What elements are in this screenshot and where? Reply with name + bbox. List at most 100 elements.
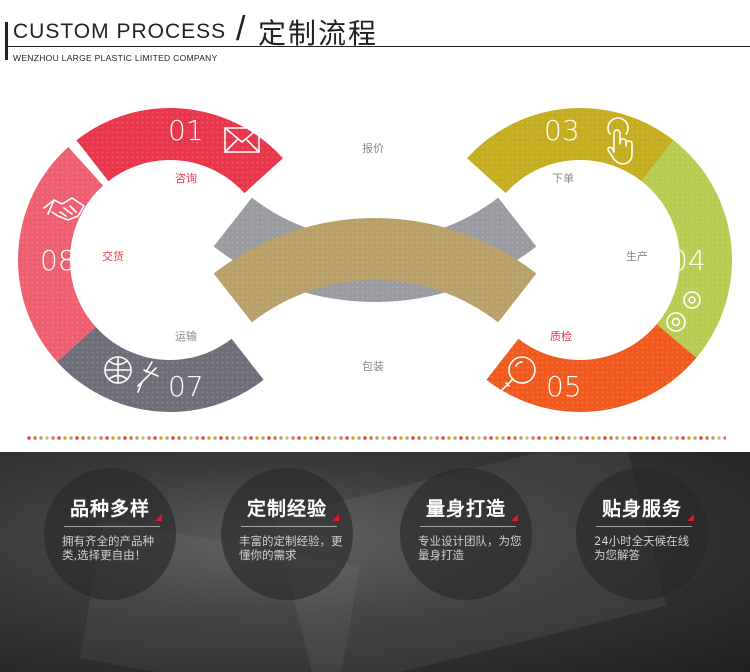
divider-dot [471, 436, 475, 440]
divider-dot [387, 436, 391, 440]
divider-dot [375, 436, 379, 440]
divider-dot [639, 436, 643, 440]
divider-dot [549, 436, 553, 440]
divider-dot [345, 436, 349, 440]
divider-dot [603, 436, 607, 440]
segment-texture [57, 326, 264, 413]
divider-dot [705, 436, 709, 440]
divider-dot [411, 436, 415, 440]
divider-dot [393, 436, 397, 440]
divider-dot [591, 436, 595, 440]
step-number-05: 05 [546, 370, 582, 403]
header: CUSTOM PROCESS / 定制流程 WENZHOU LARGE PLAS… [0, 0, 750, 70]
divider-dot [441, 436, 445, 440]
divider-dot [351, 436, 355, 440]
divider-dot [285, 436, 289, 440]
handshake-icon [43, 197, 85, 221]
feature-desc: 拥有齐全的产品种类,选择更自由！ [62, 534, 154, 562]
divider-dot [669, 436, 673, 440]
segment-texture [213, 217, 537, 323]
divider-dot [399, 436, 403, 440]
divider-dot [621, 436, 625, 440]
divider-dot [123, 436, 127, 440]
divider-dot [267, 436, 271, 440]
divider-dot [633, 436, 637, 440]
divider-dot [111, 436, 115, 440]
step-number-01: 01 [168, 114, 204, 147]
divider-dot [513, 436, 517, 440]
divider-dot [135, 436, 139, 440]
divider-dot [405, 436, 409, 440]
box-icon [305, 305, 341, 337]
step-number-03: 03 [544, 114, 580, 147]
divider-dot [435, 436, 439, 440]
divider-dot [465, 436, 469, 440]
step-number-04: 04 [670, 244, 706, 277]
divider-dot [579, 436, 583, 440]
divider-dot [525, 436, 529, 440]
divider-dot [681, 436, 685, 440]
magnifier-icon [501, 356, 536, 391]
divider-dot [51, 436, 55, 440]
divider-dot [315, 436, 319, 440]
divider-dot [597, 436, 601, 440]
feature-tailored: 量身打造 专业设计团队，为您量身打造 [400, 468, 532, 600]
dotted-divider [27, 436, 726, 440]
divider-dot [543, 436, 547, 440]
segment-texture [467, 107, 674, 194]
divider-dot [69, 436, 73, 440]
divider-dot [255, 436, 259, 440]
step-number-07: 07 [168, 370, 204, 403]
header-divider [5, 46, 750, 47]
features-band: 品种多样 拥有齐全的产品种类,选择更自由！ 定制经验 丰富的定制经验，更懂你的需… [0, 452, 750, 672]
company-name: WENZHOU LARGE PLASTIC LIMITED COMPANY [13, 53, 218, 63]
feature-divider [420, 526, 516, 527]
divider-dot [453, 436, 457, 440]
divider-dot [645, 436, 649, 440]
divider-dot [195, 436, 199, 440]
divider-dot [147, 436, 151, 440]
feature-title: 定制经验 [246, 498, 327, 520]
page-title-en: CUSTOM PROCESS [13, 20, 227, 43]
segment-texture [18, 147, 104, 362]
step-label-03: 下单 [552, 172, 574, 185]
feature-desc: 丰富的定制经验，更懂你的需求 [239, 534, 343, 562]
divider-dot [309, 436, 313, 440]
divider-dot [213, 436, 217, 440]
divider-dot [609, 436, 613, 440]
divider-dot [573, 436, 577, 440]
divider-dot [447, 436, 451, 440]
divider-dot [381, 436, 385, 440]
divider-dot [507, 436, 511, 440]
divider-dot [45, 436, 49, 440]
divider-dot [477, 436, 481, 440]
step-label-07: 运输 [175, 329, 197, 343]
feature-service: 贴身服务 24小时全天候在线为您解答 [576, 468, 708, 600]
divider-dot [723, 436, 726, 440]
step-label-01: 咨询 [175, 171, 197, 185]
step-number-02: 02 [356, 184, 392, 217]
divider-dot [279, 436, 283, 440]
feature-title: 量身打造 [425, 498, 506, 520]
divider-dot [99, 436, 103, 440]
divider-dot [339, 436, 343, 440]
divider-dot [153, 436, 157, 440]
divider-dot [303, 436, 307, 440]
divider-dot [183, 436, 187, 440]
divider-dot [495, 436, 499, 440]
divider-dot [537, 436, 541, 440]
divider-dot [39, 436, 43, 440]
title-slash: / [236, 10, 246, 48]
divider-dot [177, 436, 181, 440]
divider-dot [663, 436, 667, 440]
divider-dot [189, 436, 193, 440]
step-label-05: 质检 [550, 329, 572, 343]
divider-dot [459, 436, 463, 440]
gears-icon [666, 287, 701, 332]
corner-triangle-icon [332, 514, 339, 521]
divider-dot [717, 436, 721, 440]
divider-dot [273, 436, 277, 440]
divider-dot [129, 436, 133, 440]
divider-dot [219, 436, 223, 440]
step-label-02: 报价 [362, 141, 384, 155]
